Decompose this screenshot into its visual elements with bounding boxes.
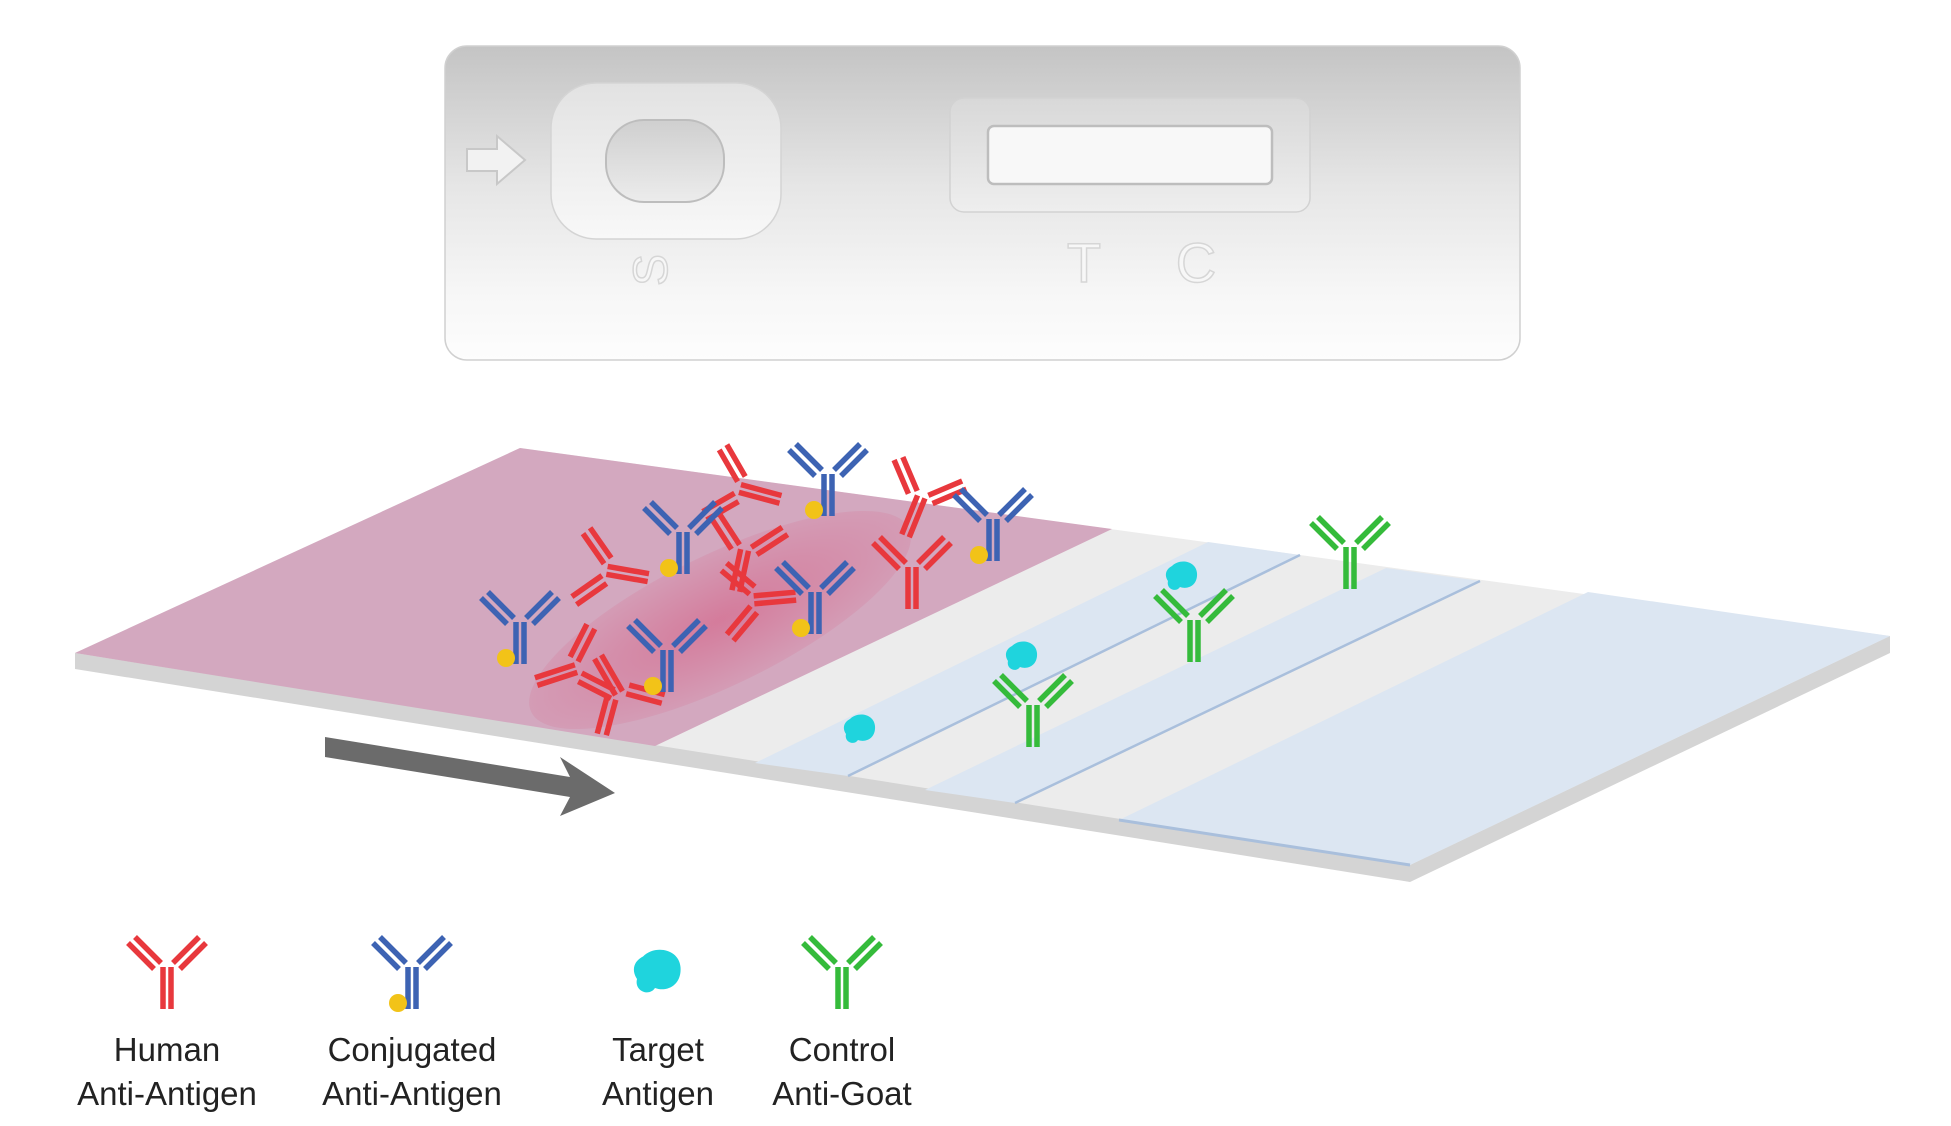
blue-conjugated-antibody-icon: [371, 935, 453, 1012]
test-strip: [75, 448, 1890, 882]
absorbent-pad-edge: [1118, 818, 1411, 867]
absorbent-pad: [1119, 592, 1890, 865]
legend-item-human-anti-antigen: Human Anti-Antigen: [47, 920, 287, 1116]
human-anti-antigen-icon: [592, 653, 666, 736]
human-anti-antigen-icon: [570, 526, 650, 607]
red-antibody-shape: [126, 935, 208, 1009]
conjugated-anti-antigen-icon: [787, 442, 869, 519]
legend-item-target-antigen: Target Antigen: [538, 920, 778, 1116]
membrane-band-2: [925, 568, 1480, 803]
legend-label-line2: Anti-Antigen: [77, 1075, 257, 1112]
legend-label-line1: Control: [788, 1031, 896, 1068]
human-anti-antigen-icon: [871, 535, 953, 609]
test-cassette: S T C: [444, 45, 1521, 361]
molecules: [479, 442, 1391, 747]
green-antibody-icon: [801, 935, 883, 1009]
control-anti-goat-icon: [1309, 515, 1391, 589]
conjugated-anti-antigen-icon: [642, 500, 724, 577]
result-window: [986, 124, 1274, 186]
legend-label-line1: Target: [612, 1031, 704, 1068]
cyan-antigen-shape: [633, 949, 681, 993]
control-anti-goat-icon: [1153, 588, 1235, 662]
human-anti-antigen-icon: [709, 512, 790, 593]
conjugated-anti-antigen-icon: [479, 590, 561, 667]
cyan-antigen-icon: [633, 949, 681, 993]
blue-antibody-shape: [371, 935, 453, 1012]
sample-well-label: S: [625, 254, 678, 286]
membrane-band-2-edge: [1014, 579, 1481, 805]
human-anti-antigen-icon: [719, 560, 797, 643]
target-antigen-icon: [1005, 641, 1038, 670]
control-line-label: C: [1176, 231, 1216, 294]
red-antibody-icon: [126, 935, 208, 1009]
target-antigen-icon: [843, 714, 876, 743]
control-anti-goat-icon: [992, 673, 1074, 747]
conjugated-anti-antigen-icon: [626, 618, 708, 695]
conjugated-anti-antigen-icon: [952, 487, 1034, 564]
legend-label-line2: Antigen: [602, 1075, 714, 1112]
legend-label-line1: Conjugated: [327, 1031, 497, 1068]
legend-label-line1: Human: [113, 1031, 221, 1068]
test-line-label: T: [1067, 231, 1101, 294]
conjugated-anti-antigen-icon: [774, 560, 856, 637]
legend-item-conjugated-anti-antigen: Conjugated Anti-Antigen: [292, 920, 532, 1116]
sample-blob: [529, 510, 911, 730]
legend-label-line2: Anti-Goat: [772, 1075, 912, 1112]
flow-direction-arrow-icon: [466, 133, 527, 187]
flow-arrow-icon: [325, 737, 615, 816]
legend-item-control-anti-goat: Control Anti-Goat: [722, 920, 962, 1116]
sample-well-inner: [605, 119, 725, 203]
green-antibody-shape: [801, 935, 883, 1009]
legend-label-line2: Anti-Antigen: [322, 1075, 502, 1112]
target-antigen-icon: [1165, 561, 1198, 590]
